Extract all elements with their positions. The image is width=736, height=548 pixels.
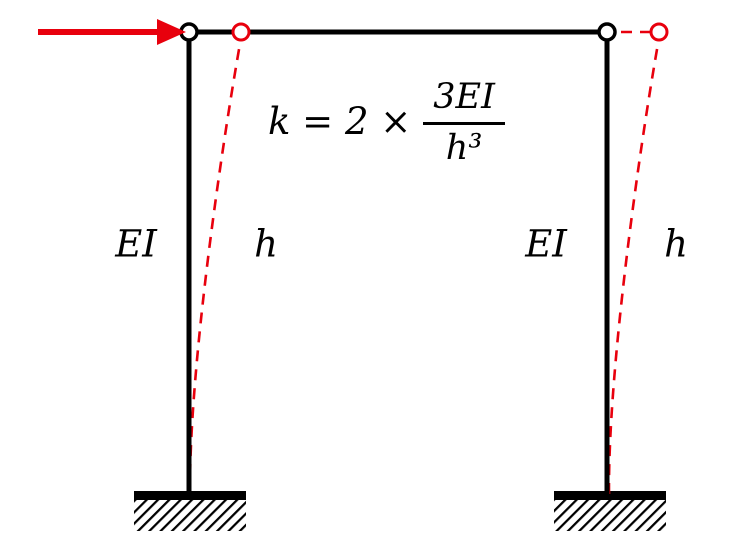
formula-denominator: h³	[445, 127, 483, 168]
fixed-support-left	[134, 491, 246, 531]
deflected-left-column	[188, 37, 243, 495]
right-column-height-label: h	[664, 222, 688, 266]
formula-lhs: k = 2 ×	[268, 100, 412, 144]
pin-joint-right	[597, 22, 617, 42]
stiffness-formula: k = 2 × 3EI h³	[268, 78, 505, 167]
deflected-pin-right	[649, 22, 669, 42]
applied-force-arrow	[38, 19, 186, 45]
left-column-stiffness-label: EI	[115, 222, 157, 266]
left-column-height-label: h	[254, 222, 278, 266]
deflected-right-column	[607, 37, 661, 495]
formula-numerator: 3EI	[423, 78, 505, 125]
deflected-pin-left	[231, 22, 251, 42]
right-column-stiffness-label: EI	[525, 222, 567, 266]
fixed-support-right	[554, 491, 666, 531]
formula-fraction: 3EI h³	[423, 78, 505, 167]
